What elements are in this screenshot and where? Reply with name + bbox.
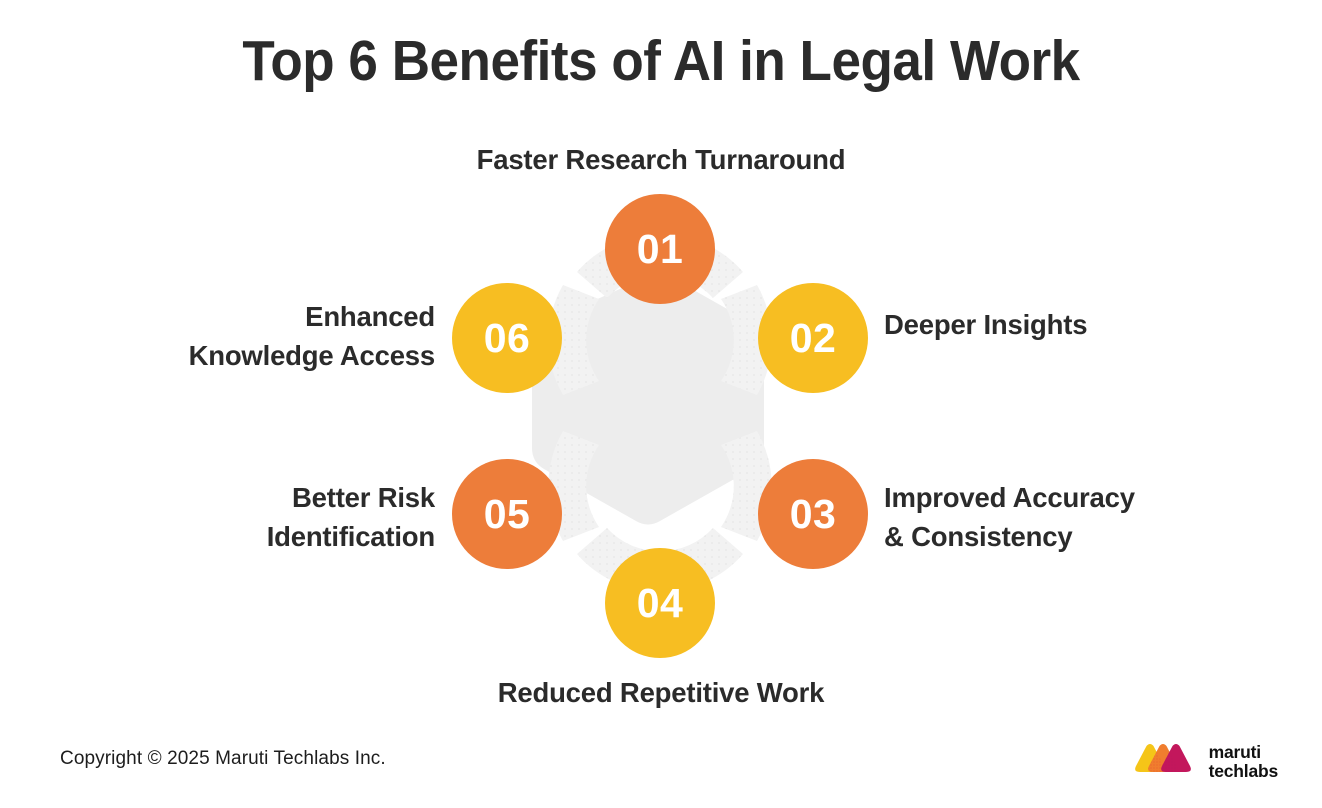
benefits-wheel-diagram: 01 02 03 04 05 06 Faster Research Turnar… [20,140,1304,712]
benefit-label-06-line1: Enhanced [305,301,435,332]
brand-wordmark: maruti techlabs [1208,742,1279,781]
wheel-node-04-number: 04 [636,579,684,626]
brand-wordmark-line2: techlabs [1208,761,1279,781]
copyright-text: Copyright © 2025 Maruti Techlabs Inc. [60,748,386,769]
benefit-label-03-line2: & Consistency [884,521,1073,553]
benefit-label-06-line2: Knowledge Access [188,340,436,372]
wheel-node-06-number: 06 [483,314,531,361]
benefit-label-04-line1: Reduced Repetitive Work [497,677,825,708]
benefit-label-06: Enhanced Knowledge Access [20,297,436,375]
benefit-label-05-line2: Identification [266,521,436,553]
wheel-node-03-number: 03 [789,490,837,537]
benefit-label-04: Reduced Repetitive Work [361,673,961,712]
wheel-node-06[interactable]: 06 [452,283,562,393]
brand-lockup: maruti techlabs [1132,740,1278,784]
wheel-node-04[interactable]: 04 [605,548,715,658]
wheel-node-05-number: 05 [483,490,531,537]
benefit-label-05: Better Risk Identification [20,478,436,556]
benefit-label-01: Faster Research Turnaround [361,140,961,179]
maruti-techlabs-logo-icon [1134,744,1191,772]
wheel-node-03[interactable]: 03 [758,459,868,569]
wheel-node-02[interactable]: 02 [758,283,868,393]
page-title: Top 6 Benefits of AI in Legal Work [242,29,1080,93]
benefit-label-05-line1: Better Risk [292,482,435,513]
benefit-label-01-line1: Faster Research Turnaround [476,144,846,175]
benefit-label-03: Improved Accuracy & Consistency [884,478,1304,556]
benefit-label-03-line1: Improved Accuracy [884,482,1135,513]
wheel-node-01[interactable]: 01 [605,194,715,304]
brand-wordmark-line1: maruti [1208,742,1261,763]
wheel-node-05[interactable]: 05 [452,459,562,569]
wheel-node-01-number: 01 [636,225,684,272]
wheel-node-02-number: 02 [789,314,837,361]
benefit-label-02: Deeper Insights [884,305,1304,344]
benefit-label-02-line1: Deeper Insights [884,309,1088,340]
